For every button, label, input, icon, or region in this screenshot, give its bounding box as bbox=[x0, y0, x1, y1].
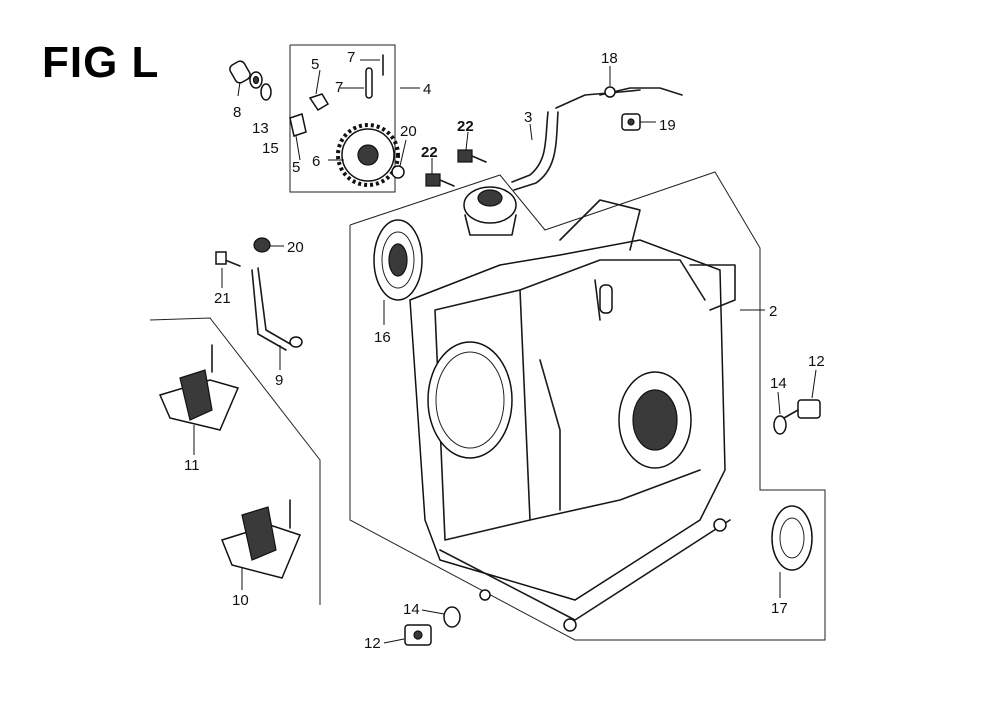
callout-20a: 20 bbox=[400, 123, 417, 140]
figure-title: FIG L bbox=[42, 38, 160, 87]
callout-15: 15 bbox=[262, 140, 279, 157]
governor-group-outline bbox=[289, 44, 396, 193]
callout-2: 2 bbox=[769, 303, 777, 320]
callout-22b: 22 bbox=[421, 144, 438, 161]
part-7-pins bbox=[365, 54, 384, 99]
callout-11: 11 bbox=[184, 457, 200, 474]
callout-7b: 7 bbox=[335, 79, 343, 96]
callout-20b: 20 bbox=[287, 239, 304, 256]
callout-14b: 14 bbox=[403, 601, 420, 618]
part-18-wire bbox=[599, 86, 683, 98]
part-8-plug bbox=[229, 60, 251, 97]
callout-14a: 14 bbox=[770, 375, 787, 392]
part-15-clip bbox=[260, 83, 272, 101]
part-21-bolt bbox=[215, 251, 241, 267]
crankcase-group-outline bbox=[349, 171, 826, 641]
leader-lines bbox=[193, 59, 817, 644]
part-12-14-right bbox=[773, 399, 821, 435]
callout-12b: 12 bbox=[364, 635, 381, 652]
callout-13: 13 bbox=[252, 120, 269, 137]
callout-5b: 5 bbox=[292, 159, 300, 176]
part-11-mount bbox=[158, 344, 240, 431]
callout-12a: 12 bbox=[808, 353, 825, 370]
part-22-bolts bbox=[425, 149, 487, 187]
callout-9: 9 bbox=[275, 372, 283, 389]
part-9-governor-arm bbox=[251, 267, 303, 351]
part-17-oil-seal bbox=[771, 505, 813, 571]
part-5-holders bbox=[289, 93, 330, 137]
callout-22a: 22 bbox=[457, 118, 474, 135]
part-6-governor-gear bbox=[336, 123, 405, 187]
callout-19: 19 bbox=[659, 117, 676, 134]
mount-group-outline bbox=[149, 317, 321, 605]
part-12-14-bottom bbox=[404, 606, 461, 646]
callout-7a: 7 bbox=[347, 49, 355, 66]
callout-17: 17 bbox=[771, 600, 788, 617]
part-16-bearing bbox=[373, 219, 423, 301]
callout-5a: 5 bbox=[311, 56, 319, 73]
part-20-nut bbox=[253, 237, 271, 253]
part-13-washer bbox=[249, 71, 263, 89]
callout-18: 18 bbox=[601, 50, 618, 67]
part-2-crankcase bbox=[409, 199, 736, 632]
callout-10: 10 bbox=[232, 592, 249, 609]
callout-6: 6 bbox=[312, 153, 320, 170]
part-3-breather-assembly bbox=[463, 89, 641, 236]
callout-8: 8 bbox=[233, 104, 241, 121]
part-19-nut bbox=[621, 113, 641, 131]
callout-3: 3 bbox=[524, 109, 532, 126]
part-10-mount bbox=[221, 499, 302, 579]
callout-labels: 8 13 15 5 5 7 7 4 6 20 22 22 3 18 19 20 … bbox=[184, 49, 825, 652]
callout-16: 16 bbox=[374, 329, 391, 346]
callout-21: 21 bbox=[214, 290, 231, 307]
callout-4: 4 bbox=[423, 81, 431, 98]
